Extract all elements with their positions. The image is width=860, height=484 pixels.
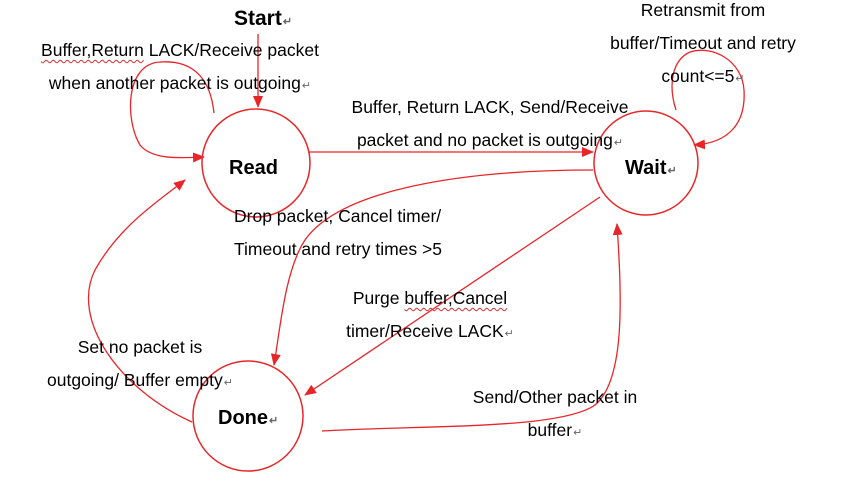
done-to-wait-line2-text: buffer	[527, 420, 573, 440]
wait-state-text: Wait	[625, 157, 667, 179]
paragraph-mark: ↵	[301, 80, 312, 92]
paragraph-mark: ↵	[735, 73, 745, 85]
done-state-text: Done	[218, 407, 268, 429]
done-to-wait-arrow	[321, 223, 623, 432]
done-to-wait-label: Send/Other packet in buffer↵	[440, 381, 670, 450]
start-label-text: Start	[234, 7, 282, 30]
read-self-loop-arrow	[129, 61, 215, 163]
paragraph-mark: ↵	[667, 165, 677, 177]
done-to-read-line1: Set no packet is	[77, 337, 203, 357]
done-state-circle	[192, 360, 304, 472]
wait-to-done-purge-line1-underlined: buffer,Cancel	[404, 288, 508, 308]
wait-state-label: Wait↵	[625, 156, 677, 183]
done-to-read-label: Set no packet is outgoing/ Buffer empty↵	[20, 331, 260, 400]
wait-to-done-purge-line1: Purge buffer,Cancel	[315, 282, 545, 315]
paragraph-mark: ↵	[613, 137, 624, 149]
wait-to-done-purge-line2: timer/Receive LACK↵	[315, 315, 545, 351]
wait-to-done-purge-arrow	[304, 196, 601, 396]
paragraph-mark: ↵	[282, 16, 293, 28]
done-state-label: Done↵	[218, 406, 278, 433]
paragraph-mark: ↵	[504, 328, 514, 340]
wait-to-done-drop-label: Drop packet, Cancel timer/ Timeout and r…	[234, 200, 534, 266]
wait-self-loop-label: Retransmit from buffer/Timeout and retry…	[583, 0, 823, 96]
start-label: Start↵	[234, 7, 292, 34]
read-self-loop-line1-rest: LACK/Receive packet	[143, 40, 319, 60]
paragraph-mark: ↵	[573, 427, 583, 439]
read-self-loop-line1-underlined: Buffer,Return	[41, 40, 144, 60]
read-to-wait-line2: packet and no packet is outgoing↵	[320, 124, 660, 160]
read-state-label: Read	[229, 156, 278, 180]
read-state-text: Read	[229, 157, 278, 179]
read-to-wait-line1: Buffer, Return LACK, Send/Receive	[351, 97, 629, 117]
wait-self-loop-arrow	[671, 49, 745, 150]
wait-to-done-drop-line1: Drop packet, Cancel timer/	[234, 206, 442, 226]
wait-to-done-purge-line1-a: Purge	[352, 288, 405, 308]
read-state-circle	[201, 108, 311, 218]
wait-self-loop-line1: Retransmit from	[640, 0, 766, 20]
read-self-loop-line2-text: when another packet is outgoing	[48, 73, 301, 93]
read-to-wait-label: Buffer, Return LACK, Send/Receive packet…	[320, 91, 660, 160]
done-to-read-arrow	[87, 179, 193, 423]
done-to-wait-line1: Send/Other packet in	[472, 387, 638, 407]
wait-self-loop-line3-text: count<=5	[661, 66, 735, 86]
read-self-loop-label: Buffer,Return LACK/Receive packet when a…	[10, 34, 350, 103]
read-self-loop-line2: when another packet is outgoing↵	[10, 67, 350, 103]
wait-state-circle	[593, 110, 699, 216]
wait-to-done-purge-line2-text: timer/Receive LACK	[346, 321, 504, 341]
done-to-wait-line2: buffer↵	[440, 414, 670, 450]
wait-self-loop-line2: buffer/Timeout and retry	[610, 33, 796, 53]
read-to-wait-line2-text: packet and no packet is outgoing	[356, 130, 613, 150]
done-to-read-line2-text: outgoing/ Buffer empty	[47, 370, 223, 390]
wait-to-done-drop-line2: Timeout and retry times >5	[234, 239, 442, 259]
read-self-loop-line1: Buffer,Return LACK/Receive packet	[10, 34, 350, 67]
wait-self-loop-line3: count<=5↵	[583, 60, 823, 96]
paragraph-mark: ↵	[223, 377, 233, 389]
wait-to-done-purge-label: Purge buffer,Cancel timer/Receive LACK↵	[315, 282, 545, 351]
wait-to-done-drop-arrow	[270, 169, 594, 366]
done-to-read-line2: outgoing/ Buffer empty↵	[20, 364, 260, 400]
paragraph-mark: ↵	[269, 415, 279, 427]
